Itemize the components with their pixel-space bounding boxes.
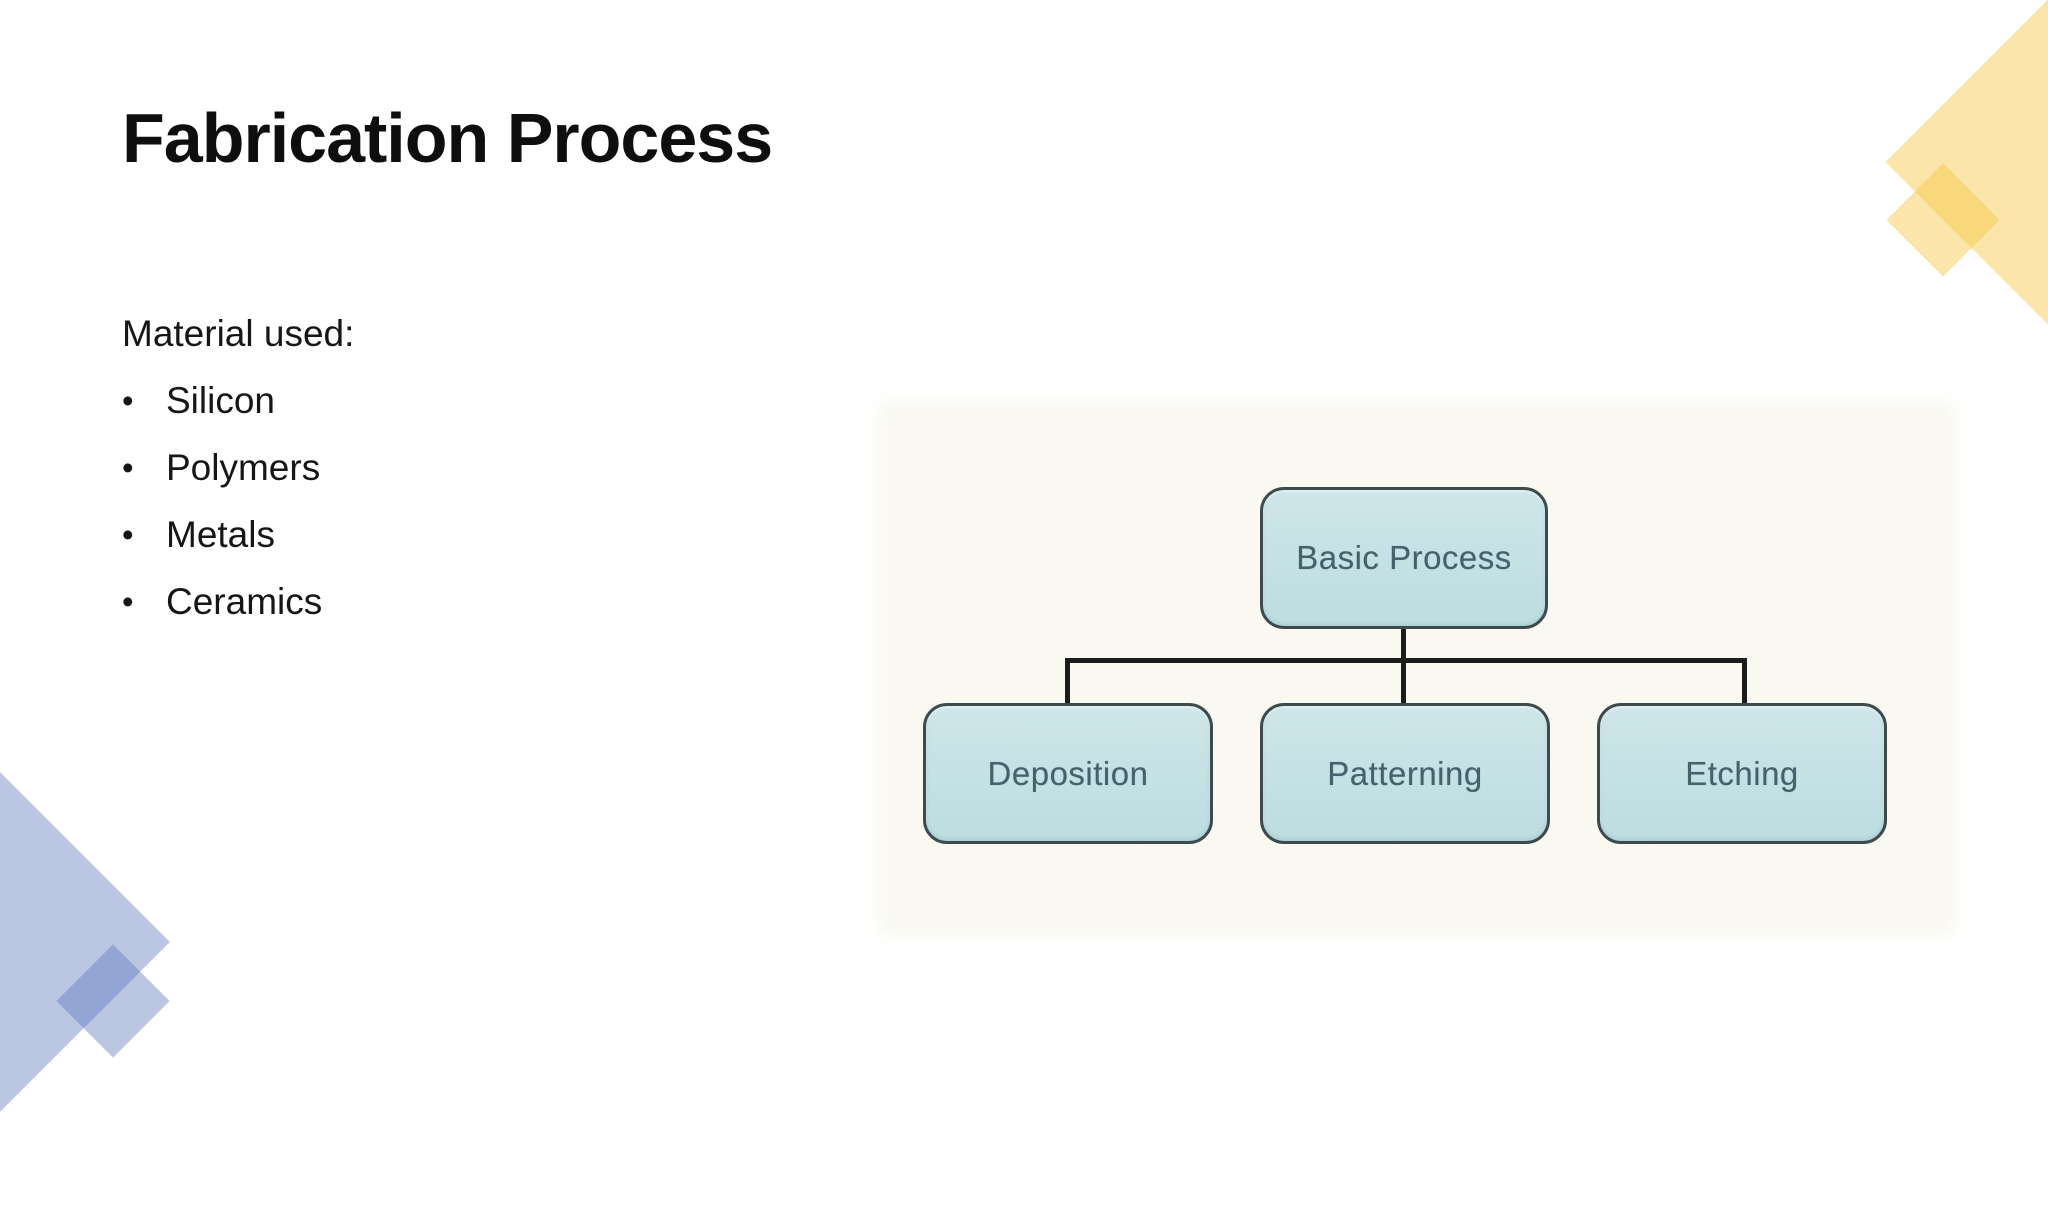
body-text-block: Material used: • Silicon • Polymers • Me…: [122, 300, 354, 635]
bullet-label: Ceramics: [166, 580, 323, 622]
diagram-node-etching: Etching: [1597, 703, 1887, 844]
diagram-node-deposition: Deposition: [923, 703, 1213, 844]
connector-root-stub: [1401, 629, 1406, 705]
bullet-item: • Silicon: [122, 367, 354, 434]
bullet-icon: •: [122, 515, 134, 553]
bullet-icon: •: [122, 381, 134, 419]
connector-horizontal: [1065, 658, 1747, 663]
connector-left-drop: [1065, 658, 1070, 703]
process-diagram: Basic Process Deposition Patterning Etch…: [888, 411, 1945, 927]
bullet-label: Polymers: [166, 446, 321, 488]
bullet-item: • Polymers: [122, 434, 354, 501]
bullet-icon: •: [122, 448, 134, 486]
decorative-diamond-blue-large: [0, 659, 170, 1225]
bullet-item: • Ceramics: [122, 568, 354, 635]
diagram-node-basic-process: Basic Process: [1260, 487, 1548, 629]
bullet-label: Metals: [166, 513, 275, 555]
bullet-item: • Metals: [122, 501, 354, 568]
diagram-node-patterning: Patterning: [1260, 703, 1550, 844]
bullet-label: Silicon: [166, 379, 275, 421]
bullet-icon: •: [122, 582, 134, 620]
body-intro: Material used:: [122, 312, 355, 354]
connector-right-drop: [1742, 658, 1747, 703]
slide-title: Fabrication Process: [122, 99, 773, 177]
